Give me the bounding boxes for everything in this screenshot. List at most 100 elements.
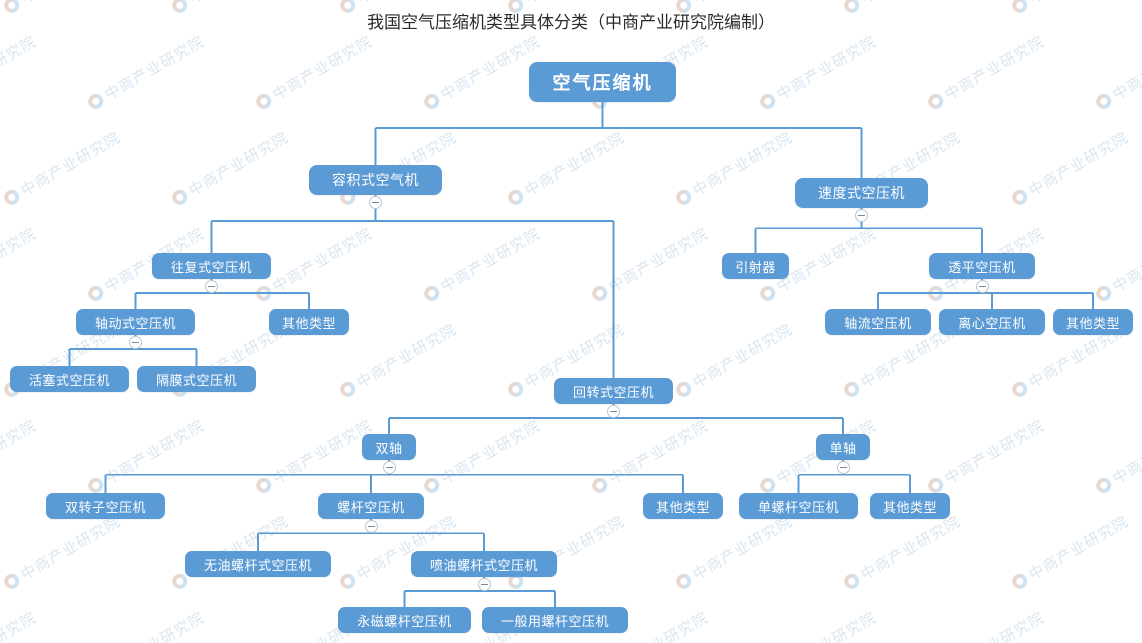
watermark-text: 中商产业研究院	[689, 128, 796, 200]
tree-node-n18[interactable]: 其他类型	[643, 493, 723, 519]
brand-circle-logo-icon	[85, 283, 106, 304]
brand-circle-logo-icon	[1093, 283, 1114, 304]
watermark-mark: 中商产业研究院	[1092, 222, 1142, 306]
watermark-mark: 中商产业研究院	[336, 318, 460, 402]
collapse-toggle-n2[interactable]	[855, 209, 868, 222]
watermark-text: 中商产业研究院	[605, 416, 712, 488]
tree-node-n11[interactable]: 轴流空压机	[825, 309, 931, 335]
brand-circle-logo-icon	[85, 91, 106, 112]
brand-circle-logo-icon	[253, 91, 274, 112]
collapse-toggle-n7[interactable]	[129, 336, 142, 349]
collapse-toggle-n6[interactable]	[975, 280, 989, 293]
collapse-toggle-n17[interactable]	[364, 520, 378, 533]
tree-node-n19[interactable]: 单螺杆空压机	[739, 493, 858, 519]
watermark-text: 中商产业研究院	[0, 32, 40, 104]
brand-circle-logo-icon	[757, 283, 778, 304]
watermark-text: 中商产业研究院	[689, 512, 796, 584]
watermark-mark: 中商产业研究院	[672, 510, 796, 594]
collapse-toggle-n15[interactable]	[836, 461, 850, 474]
watermark-text: 中商产业研究院	[269, 32, 376, 104]
watermark-text: 中商产业研究院	[1025, 128, 1132, 200]
brand-circle-logo-icon	[589, 283, 610, 304]
watermark-text: 中商产业研究院	[521, 128, 628, 200]
tree-node-n2[interactable]: 速度式空压机	[795, 178, 928, 208]
watermark-mark: 中商产业研究院	[1092, 606, 1142, 643]
watermark-mark: 中商产业研究院	[84, 30, 208, 114]
watermark-mark: 中商产业研究院	[420, 414, 544, 498]
watermark-text: 中商产业研究院	[940, 606, 1048, 643]
watermark-text: 中商产业研究院	[773, 32, 880, 104]
watermark-mark: 中商产业研究院	[588, 414, 712, 498]
watermark-text: 中商产业研究院	[437, 224, 544, 296]
watermark-text: 中商产业研究院	[437, 32, 544, 104]
tree-node-n9[interactable]: 活塞式空压机	[10, 366, 129, 392]
brand-circle-logo-icon	[589, 475, 610, 496]
brand-circle-logo-icon	[1093, 91, 1114, 112]
brand-circle-logo-icon	[1009, 187, 1030, 208]
brand-circle-logo-icon	[925, 91, 946, 112]
collapse-toggle-n1[interactable]	[369, 196, 382, 209]
watermark-mark: 中商产业研究院	[0, 414, 40, 498]
brand-circle-logo-icon	[1093, 475, 1114, 496]
tree-node-n20[interactable]: 其他类型	[870, 493, 950, 519]
tree-node-n1[interactable]: 容积式空气机	[309, 165, 442, 195]
brand-circle-logo-icon	[421, 91, 442, 112]
watermark-mark: 中商产业研究院	[0, 510, 124, 594]
watermark-text: 中商产业研究院	[101, 416, 208, 488]
collapse-toggle-n4[interactable]	[607, 405, 620, 418]
watermark-mark: 中商产业研究院	[0, 222, 40, 306]
brand-circle-logo-icon	[169, 187, 190, 208]
tree-node-n6[interactable]: 透平空压机	[929, 253, 1035, 279]
brand-circle-logo-icon	[1009, 571, 1030, 592]
tree-node-n15[interactable]: 单轴	[816, 434, 870, 460]
watermark-mark: 中商产业研究院	[840, 510, 964, 594]
watermark-text: 中商产业研究院	[269, 416, 376, 488]
watermark-mark: 中商产业研究院	[1092, 414, 1142, 498]
watermark-text: 中商产业研究院	[17, 128, 124, 200]
watermark-text: 中商产业研究院	[605, 224, 712, 296]
tree-node-n0[interactable]: 空气压缩机	[529, 62, 676, 102]
tree-node-n16[interactable]: 双转子空压机	[46, 493, 165, 519]
watermark-text: 中商产业研究院	[1109, 32, 1142, 104]
tree-node-n4[interactable]: 回转式空压机	[554, 378, 673, 404]
tree-node-n24[interactable]: 一般用螺杆空压机	[482, 607, 628, 633]
watermark-mark: 中商产业研究院	[756, 606, 880, 643]
tree-node-n13[interactable]: 其他类型	[1053, 309, 1133, 335]
watermark-text: 中商产业研究院	[1108, 606, 1142, 643]
brand-circle-logo-icon	[253, 283, 274, 304]
watermark-text: 中商产业研究院	[437, 416, 544, 488]
tree-node-n5[interactable]: 引射器	[722, 253, 789, 279]
watermark-mark: 中商产业研究院	[588, 222, 712, 306]
tree-node-n22[interactable]: 喷油螺杆式空压机	[411, 551, 557, 577]
collapse-toggle-n14[interactable]	[382, 461, 396, 474]
watermark-mark: 中商产业研究院	[1008, 126, 1132, 210]
watermark-mark: 中商产业研究院	[924, 606, 1048, 643]
watermark-text: 中商产业研究院	[269, 224, 376, 296]
watermark-text: 中商产业研究院	[772, 606, 880, 643]
watermark-mark: 中商产业研究院	[924, 30, 1048, 114]
tree-node-n7[interactable]: 轴动式空压机	[76, 309, 195, 335]
tree-node-n3[interactable]: 往复式空压机	[152, 253, 271, 279]
brand-circle-logo-icon	[673, 187, 694, 208]
brand-circle-logo-icon	[1009, 379, 1030, 400]
tree-node-n21[interactable]: 无油螺杆式空压机	[185, 551, 331, 577]
watermark-text: 中商产业研究院	[17, 512, 124, 584]
brand-circle-logo-icon	[673, 571, 694, 592]
brand-circle-logo-icon	[1, 187, 22, 208]
watermark-mark: 中商产业研究院	[672, 318, 796, 402]
tree-node-n8[interactable]: 其他类型	[269, 309, 349, 335]
brand-circle-logo-icon	[925, 283, 946, 304]
tree-node-n23[interactable]: 永磁螺杆空压机	[338, 607, 471, 633]
watermark-text: 中商产业研究院	[185, 128, 292, 200]
collapse-toggle-n3[interactable]	[205, 280, 218, 293]
watermark-text: 中商产业研究院	[941, 416, 1048, 488]
watermark-text: 中商产业研究院	[100, 606, 208, 643]
watermark-text: 中商产业研究院	[101, 32, 208, 104]
tree-node-n10[interactable]: 隔膜式空压机	[137, 366, 256, 392]
tree-node-n14[interactable]: 双轴	[362, 434, 416, 460]
watermark-text: 中商产业研究院	[689, 320, 796, 392]
tree-node-n12[interactable]: 离心空压机	[939, 309, 1045, 335]
collapse-toggle-n22[interactable]	[477, 578, 491, 591]
brand-circle-logo-icon	[337, 379, 358, 400]
tree-node-n17[interactable]: 螺杆空压机	[318, 493, 424, 519]
